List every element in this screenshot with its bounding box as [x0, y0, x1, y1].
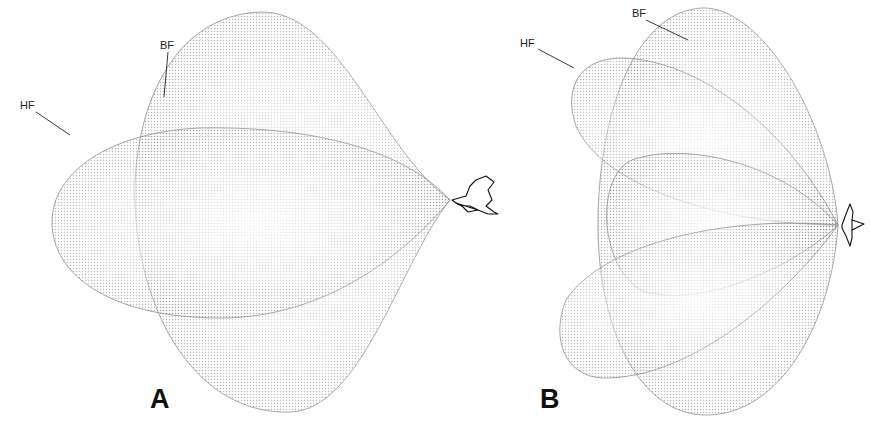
beam-lobe: [52, 128, 450, 318]
leader-line: [646, 20, 688, 40]
panel-letter: B: [540, 386, 560, 413]
beam-label: BF: [632, 8, 646, 19]
bat-silhouette: [456, 203, 478, 212]
leader-line: [538, 49, 574, 68]
leader-line: [36, 112, 70, 135]
beam-label: BF: [160, 40, 174, 51]
beam-label: HF: [520, 38, 535, 49]
bat-silhouette: [852, 220, 864, 230]
panel-letter: A: [150, 386, 170, 413]
beam-lobe: [560, 223, 838, 378]
leader-line: [164, 52, 168, 97]
bat-silhouette: [452, 176, 498, 214]
beam-label: HF: [20, 100, 35, 111]
